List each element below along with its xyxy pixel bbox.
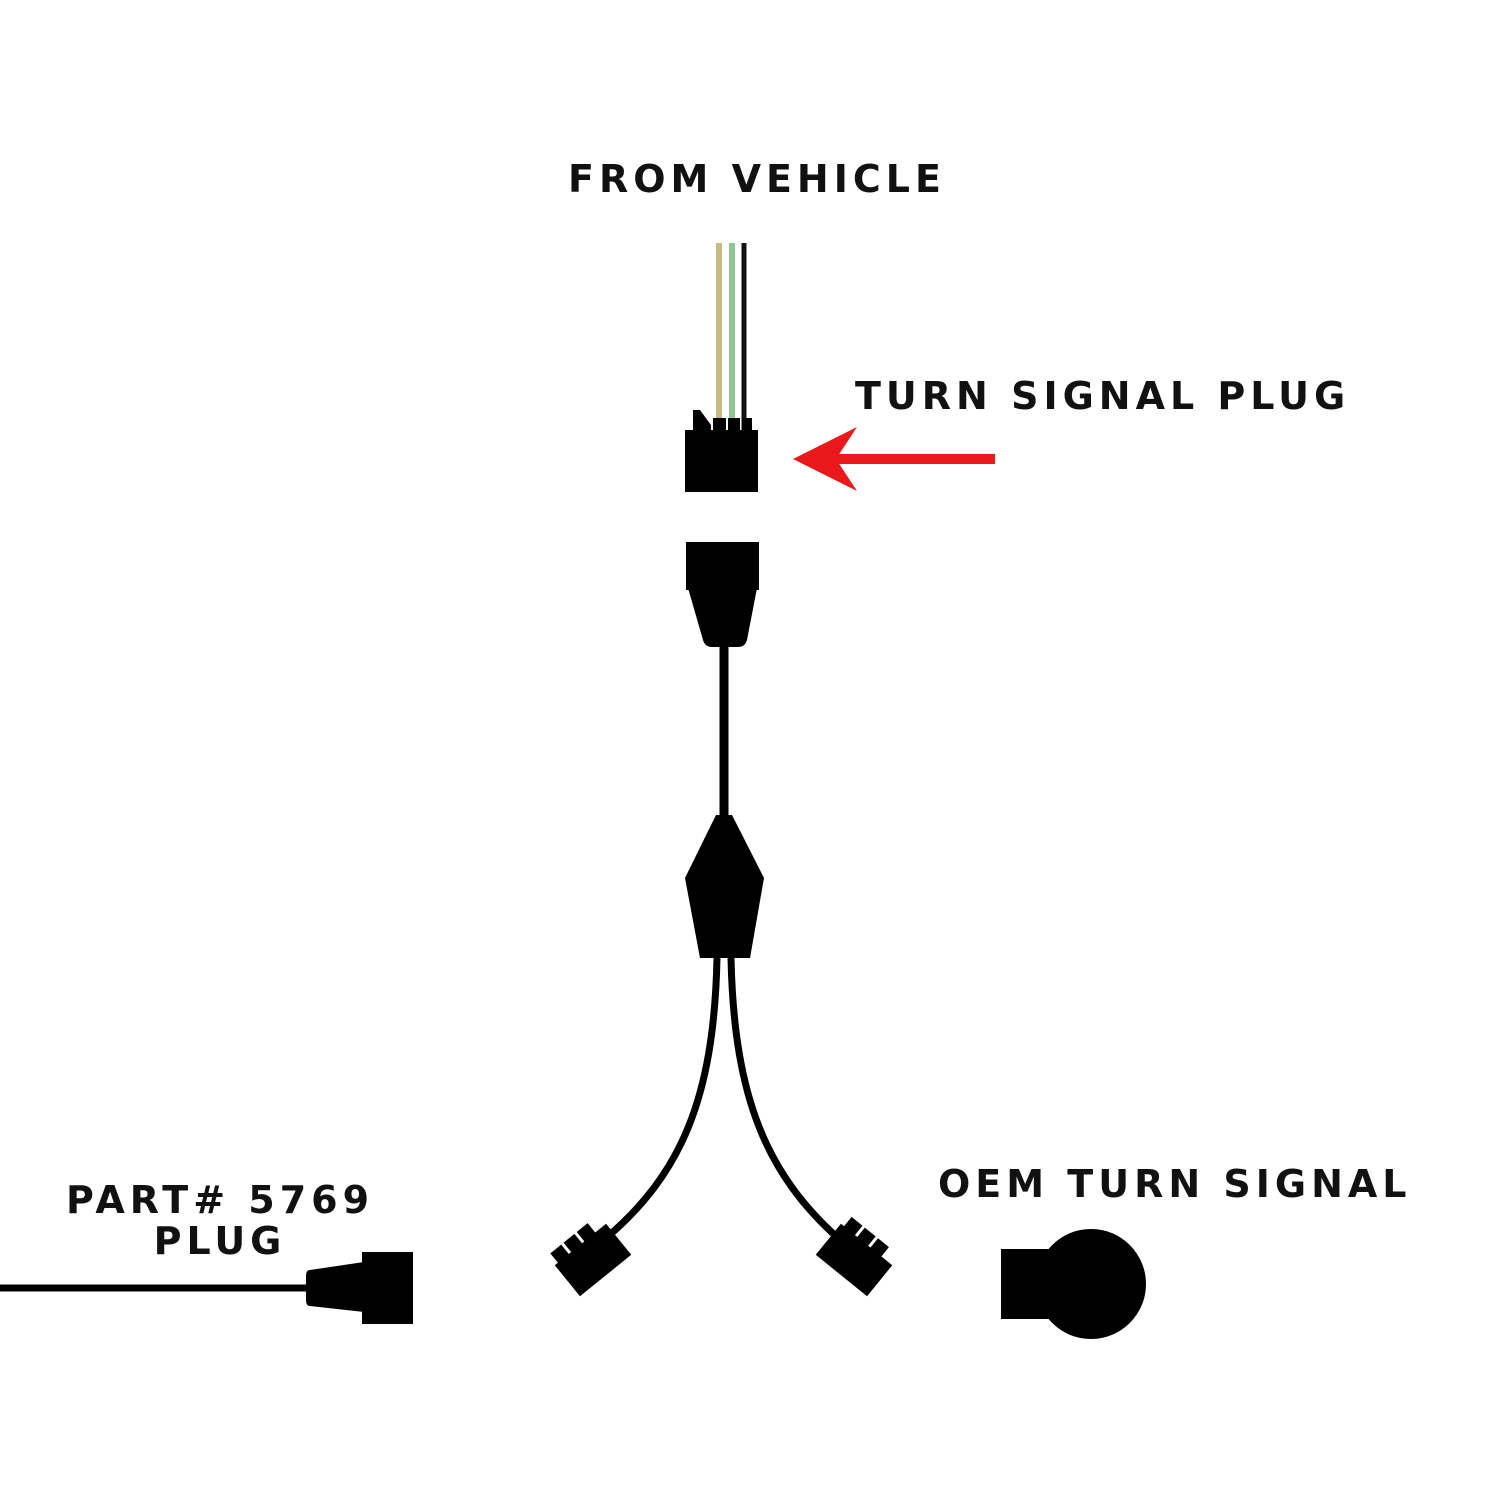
turn-signal-plug-connector xyxy=(685,410,758,492)
y-splitter-body xyxy=(685,815,764,958)
part-number-line: PART# 5769 xyxy=(65,1178,375,1222)
oem-turn-signal-bulb xyxy=(1001,1229,1146,1339)
branch-cable-right xyxy=(727,957,841,1241)
red-arrow-icon xyxy=(793,427,995,491)
vehicle-wires xyxy=(716,243,747,432)
part-5769-plug xyxy=(0,1252,413,1324)
branch-cable-left xyxy=(603,957,721,1241)
branch-plug-right xyxy=(815,1216,893,1297)
branch-plug-left xyxy=(550,1223,632,1297)
turn-signal-plug-label: TURN SIGNAL PLUG xyxy=(855,374,1351,418)
oem-turn-signal-label: OEM TURN SIGNAL xyxy=(938,1162,1412,1206)
from-vehicle-label: FROM VEHICLE xyxy=(568,157,946,201)
harness-input-plug xyxy=(686,542,759,647)
part-5769-plug-label: PART# 5769 PLUG xyxy=(60,1180,380,1262)
plug-line: PLUG xyxy=(153,1219,287,1263)
